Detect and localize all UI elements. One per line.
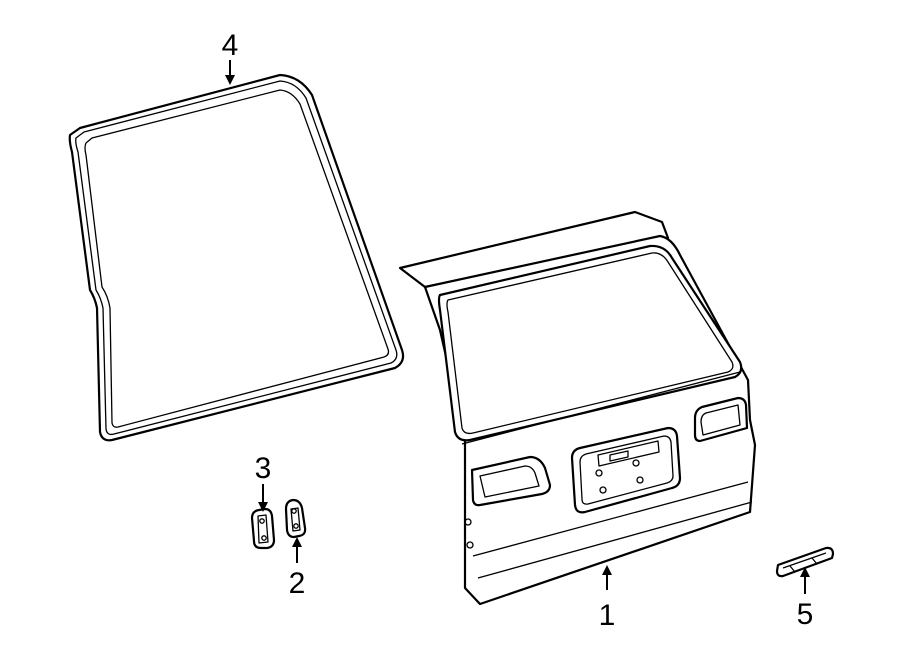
leader-3 <box>258 484 268 512</box>
handle-garnish <box>775 546 835 578</box>
hinge-right <box>284 498 307 539</box>
hinge-left <box>250 507 276 550</box>
lift-gate <box>398 210 757 606</box>
leader-2 <box>292 537 302 563</box>
callout-3: 3 <box>255 452 272 485</box>
callout-2: 2 <box>289 567 306 600</box>
weatherstrip-seal <box>68 73 405 442</box>
leader-5 <box>800 567 810 594</box>
callout-1: 1 <box>599 599 616 632</box>
leader-1 <box>602 565 612 590</box>
callout-5: 5 <box>797 598 814 631</box>
callout-4: 4 <box>222 29 239 62</box>
leader-4 <box>225 60 235 85</box>
